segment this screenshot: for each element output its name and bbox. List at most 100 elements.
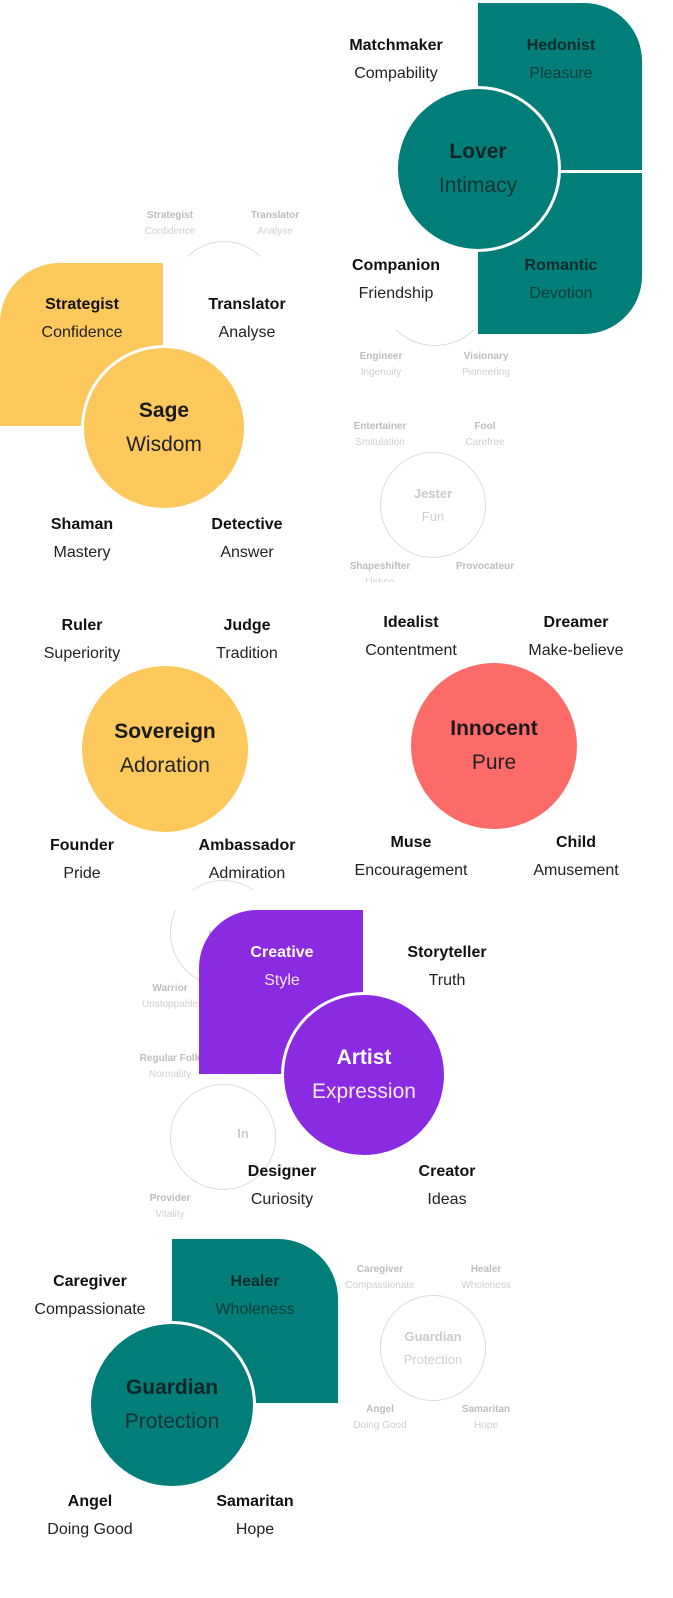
sage-shaman[interactable]: Shaman Mastery — [0, 517, 167, 561]
artist-creative[interactable]: Creative Style — [197, 945, 367, 989]
sovereign-founder[interactable]: Founder Pride — [0, 838, 167, 882]
sage-detective[interactable]: Detective Answer — [162, 517, 332, 561]
label-name: Caregiver — [53, 1273, 127, 1290]
label-value: Vitality — [155, 1209, 185, 1220]
label-name: Strategist — [146, 210, 194, 221]
label-value: Pioneering — [462, 367, 510, 378]
sage-strategist[interactable]: Strategist Confidence — [0, 297, 167, 341]
guardian-angel[interactable]: Angel Doing Good — [5, 1494, 175, 1538]
lover-romantic[interactable]: Romantic Devotion — [476, 258, 646, 302]
label-name: Provocateur — [455, 561, 515, 572]
guardian-caregiver[interactable]: Caregiver Compassionate — [5, 1274, 175, 1318]
label-name: Healer — [470, 1264, 502, 1275]
label-value: Make-believe — [528, 642, 624, 659]
guardian-samaritan[interactable]: Samaritan Hope — [170, 1494, 340, 1538]
ghost-translator: Translator Analyse — [215, 211, 335, 237]
label-name: Angel — [67, 1493, 113, 1510]
label-value: Admiration — [208, 865, 286, 882]
sage-translator[interactable]: Translator Analyse — [162, 297, 332, 341]
label-name: Engineer — [359, 351, 403, 362]
label-name: Regular Folk — [139, 1053, 201, 1064]
artist-storyteller[interactable]: Storyteller Truth — [362, 945, 532, 989]
guardian-circle[interactable]: Guardian Protection — [88, 1321, 256, 1489]
label-value: Compassionate — [345, 1280, 415, 1291]
explorer-ghost-arc — [380, 240, 490, 346]
label-name: Detective — [211, 516, 283, 533]
label-value: Hope — [235, 1521, 275, 1538]
label-value: Wholeness — [215, 1301, 295, 1318]
sovereign-judge[interactable]: Judge Tradition — [162, 618, 332, 662]
ghost-center-value: Fun — [421, 509, 445, 524]
label-name: Muse — [390, 834, 432, 851]
label-value: Encouragement — [354, 862, 468, 879]
label-value: Contentment — [365, 642, 457, 659]
sovereign-ambassador[interactable]: Ambassador Admiration — [162, 838, 332, 882]
label-name: Strategist — [45, 296, 119, 313]
guardian-healer[interactable]: Healer Wholeness — [170, 1274, 340, 1318]
sage-ghost-arc — [172, 241, 276, 345]
artist-circle[interactable]: Artist Expression — [281, 992, 447, 1158]
innocent-dreamer[interactable]: Dreamer Make-believe — [491, 615, 661, 659]
label-value: Compability — [354, 65, 438, 82]
label-name: Translator — [250, 210, 300, 221]
ghost-provider: Provider Vitality — [110, 1194, 230, 1220]
artist-center-value: Expression — [312, 1080, 416, 1103]
innocent-child[interactable]: Child Amusement — [491, 835, 661, 879]
artist-creator[interactable]: Creator Ideas — [362, 1164, 532, 1208]
label-value: Confidence — [41, 324, 123, 341]
label-name: Matchmaker — [349, 37, 443, 54]
label-value: Devotion — [529, 285, 593, 302]
guardian-center-value: Protection — [124, 1410, 220, 1433]
label-value: Superiority — [43, 645, 121, 662]
label-name: Child — [556, 834, 596, 851]
label-value: Ideas — [427, 1191, 467, 1208]
lover-hedonist[interactable]: Hedonist Pleasure — [476, 38, 646, 82]
sovereign-center-value: Adoration — [120, 754, 210, 777]
label-value: Style — [264, 972, 300, 989]
lover-matchmaker[interactable]: Matchmaker Compability — [311, 38, 481, 82]
lover-circle[interactable]: Lover Intimacy — [395, 86, 561, 252]
ghost-regular-folk: Regular Folk Normality — [110, 1054, 230, 1080]
label-name: Romantic — [524, 257, 598, 274]
label-value: Doing Good — [353, 1420, 407, 1431]
label-name: Healer — [230, 1273, 280, 1290]
ghost-healer: Healer Wholeness — [426, 1265, 546, 1291]
label-value: Smitulation — [355, 437, 405, 448]
label-value: Answer — [220, 544, 274, 561]
jester-ghost-circle: Jester Fun — [380, 452, 486, 558]
ghost-visionary: Visionary Pioneering — [426, 352, 546, 378]
label-value: Wholeness — [461, 1280, 511, 1291]
innocent-idealist[interactable]: Idealist Contentment — [326, 615, 496, 659]
label-name: Visionary — [463, 351, 509, 362]
ghost-fade-mask — [150, 890, 410, 910]
label-name: Ambassador — [198, 837, 296, 854]
ghost-center-name: In — [237, 1125, 249, 1141]
label-name: Judge — [223, 617, 271, 634]
label-name: Shapeshifter — [349, 561, 411, 572]
guardian-center-name: Guardian — [125, 1376, 219, 1399]
sovereign-ruler[interactable]: Ruler Superiority — [0, 618, 167, 662]
artist-designer[interactable]: Designer Curiosity — [197, 1164, 367, 1208]
label-name: Idealist — [383, 614, 439, 631]
sage-circle[interactable]: Sage Wisdom — [81, 345, 247, 511]
label-name: Caregiver — [356, 1264, 404, 1275]
ghost-samaritan: Samaritan Hope — [426, 1405, 546, 1431]
sovereign-circle[interactable]: Sovereign Adoration — [82, 666, 248, 832]
label-name: Translator — [208, 296, 286, 313]
label-value: Curiosity — [250, 1191, 314, 1208]
label-value: Doing Good — [47, 1521, 133, 1538]
innocent-muse[interactable]: Muse Encouragement — [326, 835, 496, 879]
guardian-ghost-circle: Guardian Protection — [380, 1295, 486, 1401]
label-value: Tradition — [216, 645, 278, 662]
label-name: Storyteller — [407, 944, 487, 961]
innocent-center-name: Innocent — [450, 717, 538, 740]
ghost-entertainer: Entertainer Smitulation — [320, 422, 440, 448]
label-name: Creative — [250, 944, 314, 961]
innocent-circle[interactable]: Innocent Pure — [411, 663, 577, 829]
label-value: Unstoppable — [141, 999, 199, 1010]
sage-center-name: Sage — [138, 399, 190, 422]
sovereign-center-name: Sovereign — [114, 720, 216, 743]
label-name: Warrior — [152, 983, 188, 994]
label-name: Fool — [474, 421, 496, 432]
label-name: Provider — [149, 1193, 191, 1204]
